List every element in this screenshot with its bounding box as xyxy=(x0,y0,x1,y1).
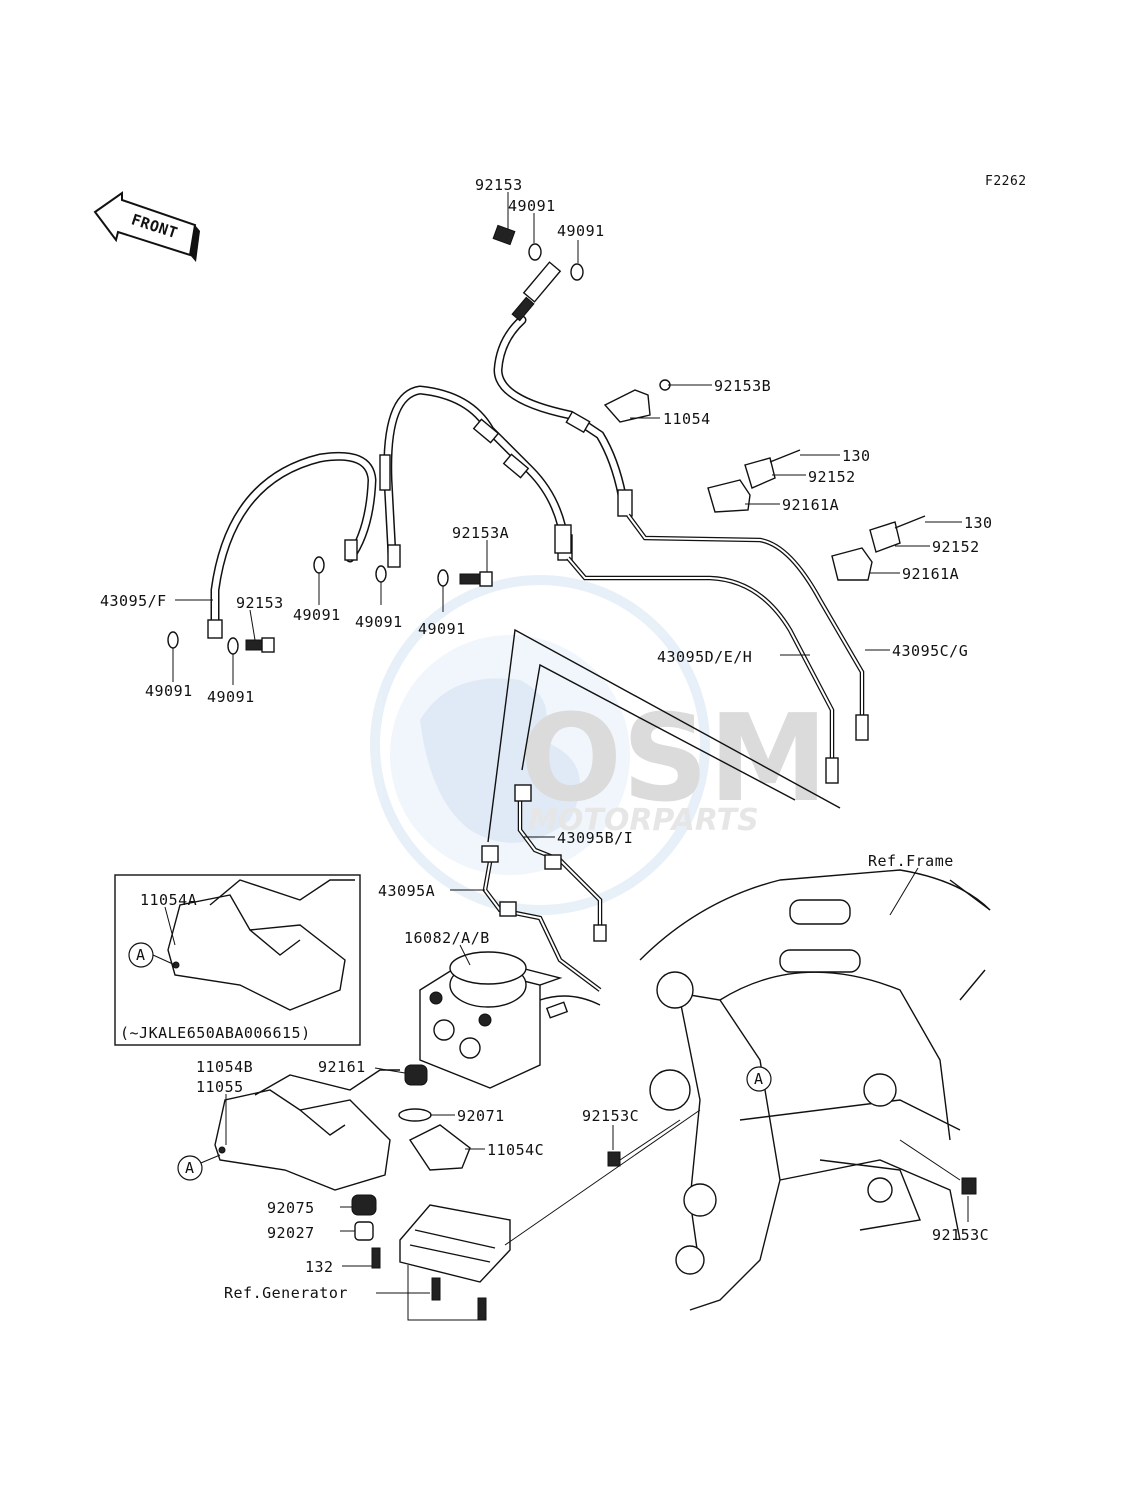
washer-49091-top1 xyxy=(528,243,542,261)
callout-labels: 92153 49091 49091 92153B 11054 130 92152… xyxy=(100,176,993,1302)
collar-92027 xyxy=(354,1221,374,1241)
label-49091-top2: 49091 xyxy=(557,222,605,240)
label-130-b: 130 xyxy=(964,514,993,532)
brake-hose-top xyxy=(493,261,633,517)
label-92152-b: 92152 xyxy=(932,538,980,556)
label-92152-a: 92152 xyxy=(808,468,856,486)
label-92071: 92071 xyxy=(457,1107,505,1125)
bracket-11054B xyxy=(214,1069,400,1191)
label-92153-top: 92153 xyxy=(475,176,523,194)
label-11054B: 11054B xyxy=(196,1058,253,1076)
brake-hose-left xyxy=(207,385,573,639)
abs-pipes xyxy=(481,784,607,992)
watermark-subtitle: MOTORPARTS xyxy=(528,803,759,838)
inset-box xyxy=(114,874,361,1046)
label-92161A-a: 92161A xyxy=(782,496,839,514)
brake-pipes-long xyxy=(554,513,869,784)
label-49091-l3: 49091 xyxy=(418,620,466,638)
label-49091-l2: 49091 xyxy=(355,613,403,631)
label-130-a: 130 xyxy=(842,447,871,465)
label-11054A: 11054A xyxy=(140,891,197,909)
label-92153-left: 92153 xyxy=(236,594,284,612)
marker-A-frame-text: A xyxy=(754,1070,764,1088)
label-ref-generator: Ref.Generator xyxy=(224,1284,348,1302)
abs-hydraulic-unit xyxy=(419,951,601,1089)
label-132: 132 xyxy=(305,1258,334,1276)
clamp-92161A-b xyxy=(831,515,926,581)
label-43095BI: 43095B/I xyxy=(557,829,633,847)
band-92071 xyxy=(398,1108,432,1122)
frame-reference xyxy=(639,869,991,1311)
label-16082: 16082/A/B xyxy=(404,929,490,947)
label-92075: 92075 xyxy=(267,1199,315,1217)
label-49091-l4: 49091 xyxy=(145,682,193,700)
front-arrow-icon: FRONT xyxy=(93,191,200,262)
figure-code: F2262 xyxy=(985,174,1027,189)
label-49091-l5: 49091 xyxy=(207,688,255,706)
bolt-132 xyxy=(371,1247,381,1269)
bolts-generator xyxy=(431,1277,487,1321)
grommet-92075 xyxy=(351,1194,377,1216)
marker-A-inset-text: A xyxy=(136,946,146,964)
bolt-92153C-b xyxy=(961,1177,977,1195)
bolt-92153C-a xyxy=(607,1151,621,1167)
label-43095DEH: 43095D/E/H xyxy=(657,648,752,666)
label-92153A: 92153A xyxy=(452,524,509,542)
label-ref-frame: Ref.Frame xyxy=(868,852,954,870)
grommet-92161 xyxy=(404,1064,428,1086)
label-49091-l1: 49091 xyxy=(293,606,341,624)
leader-lines xyxy=(152,192,969,1321)
bracket-11054C xyxy=(408,1124,471,1171)
label-inset-note: (~JKALE650ABA006615) xyxy=(120,1024,311,1042)
label-92153C-a: 92153C xyxy=(582,1107,639,1125)
banjo-bolt-92153-left xyxy=(245,637,275,653)
watermark: OSM MOTORPARTS xyxy=(370,575,828,915)
routing-outline xyxy=(487,628,841,843)
marker-A-lower-text: A xyxy=(185,1159,195,1177)
label-43095F: 43095/F xyxy=(100,592,167,610)
label-92027: 92027 xyxy=(267,1224,315,1242)
label-43095CG: 43095C/G xyxy=(892,642,968,660)
banjo-bolt-92153A xyxy=(459,571,493,587)
label-92153C-b: 92153C xyxy=(932,1226,989,1244)
label-92161A-b: 92161A xyxy=(902,565,959,583)
marker-A-inset: A xyxy=(128,942,154,968)
banjo-bolt-92153-top xyxy=(492,224,516,246)
label-92153B: 92153B xyxy=(714,377,771,395)
label-43095A: 43095A xyxy=(378,882,435,900)
watermark-brand: OSM xyxy=(520,690,828,829)
clamp-92161A-a xyxy=(707,449,801,513)
label-11055: 11055 xyxy=(196,1078,244,1096)
marker-A-lower: A xyxy=(177,1155,203,1181)
clamp-11054 xyxy=(603,379,671,423)
regulator xyxy=(399,1204,511,1283)
label-11054C: 11054C xyxy=(487,1141,544,1159)
label-11054: 11054 xyxy=(663,410,711,428)
washer-49091-top2 xyxy=(570,263,584,281)
marker-A-frame: A xyxy=(746,1066,772,1092)
label-49091-top1: 49091 xyxy=(508,197,556,215)
label-92161: 92161 xyxy=(318,1058,366,1076)
